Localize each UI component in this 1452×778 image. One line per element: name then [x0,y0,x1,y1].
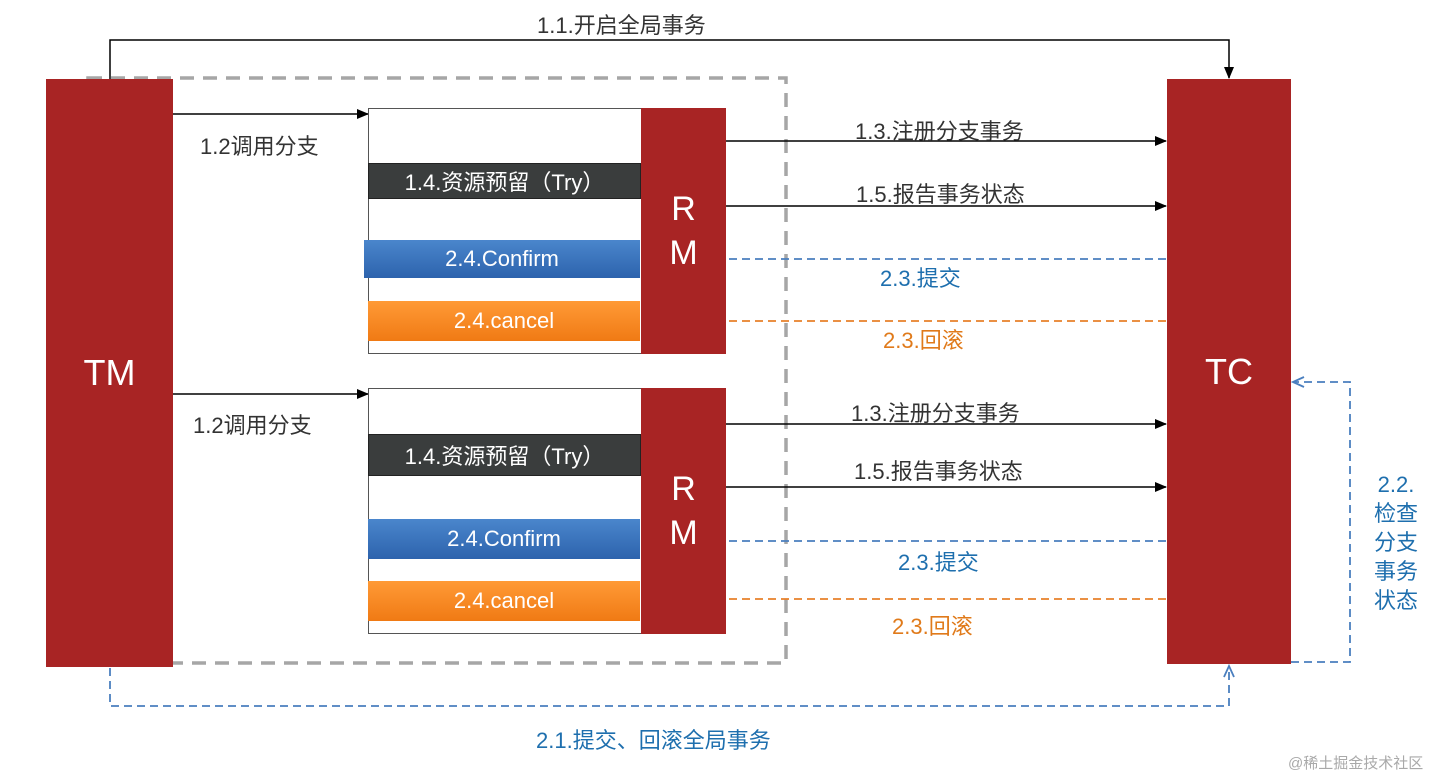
label-commit-rollback-global: 2.1.提交、回滚全局事务 [536,728,771,753]
label-commit-bottom: 2.3.提交 [898,550,979,575]
cancel-step-top-label: 2.4.cancel [453,308,555,333]
label-call-branch-bottom: 1.2调用分支 [193,413,312,438]
try-step-top: 1.4.资源预留（Try） [368,163,641,199]
label-report-status-bottom: 1.5.报告事务状态 [854,459,1023,484]
label-register-branch-bottom: 1.3.注册分支事务 [851,401,1020,426]
try-step-top-label: 1.4.资源预留（Try） [404,170,605,195]
label-begin-global: 1.1.开启全局事务 [537,13,706,38]
try-step-bottom: 1.4.资源预留（Try） [368,434,641,476]
cancel-step-bottom: 2.4.cancel [368,581,640,621]
label-rollback-bottom: 2.3.回滚 [892,614,973,639]
label-report-status-top: 1.5.报告事务状态 [856,182,1025,207]
watermark: @稀土掘金技术社区 [1288,755,1424,772]
arrow-check-branch [1291,382,1351,663]
confirm-step-top: 2.4.Confirm [364,240,640,278]
cancel-step-top: 2.4.cancel [368,301,640,341]
rm-label-bottom: R M [669,470,698,552]
tm-block: TM [46,79,173,667]
arrow-begin-global [109,39,1234,79]
label-commit-top: 2.3.提交 [880,266,961,291]
tc-label: TC [1205,350,1253,392]
label-check-branch: 2.2. 检查 分支 事务 状态 [1373,472,1418,613]
cancel-step-bottom-label: 2.4.cancel [453,588,555,613]
rm-block-top: R M [641,108,726,354]
try-step-bottom-label: 1.4.资源预留（Try） [404,444,605,469]
confirm-step-bottom: 2.4.Confirm [368,519,640,559]
confirm-step-bottom-label: 2.4.Confirm [447,526,561,551]
tm-label: TM [83,352,136,393]
label-register-branch-top: 1.3.注册分支事务 [855,119,1024,144]
tc-block: TC [1167,79,1291,664]
label-call-branch-top: 1.2调用分支 [200,134,319,159]
label-rollback-top: 2.3.回滚 [883,328,964,353]
rm-label-top: R M [669,190,698,272]
arrow-commit-rollback-global [109,666,1229,707]
rm-block-bottom: R M [641,388,726,634]
confirm-step-top-label: 2.4.Confirm [445,246,559,271]
branch-group-frame [86,76,788,665]
